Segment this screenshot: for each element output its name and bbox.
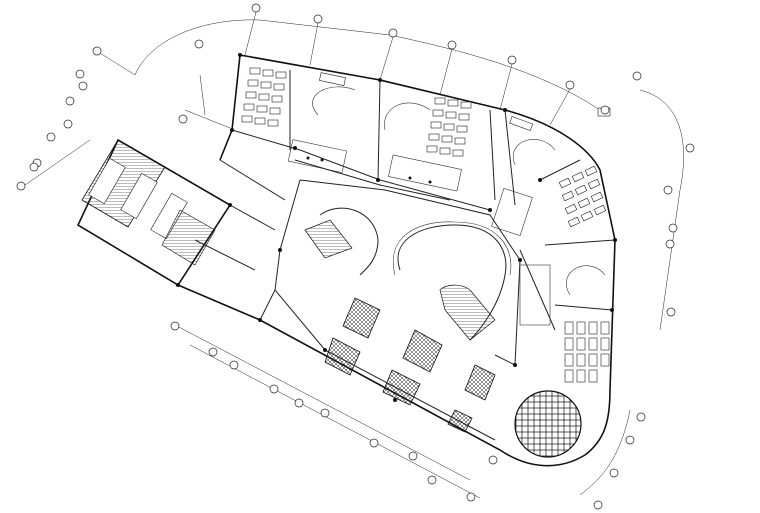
toilet-rooms [287, 139, 551, 326]
grid-bubbles-left [16, 46, 102, 191]
grid-bubbles-top [178, 3, 642, 126]
central-courtyard [393, 221, 512, 341]
structural-columns [176, 53, 617, 402]
grid-bubbles-bottom [170, 321, 498, 502]
classroom-desks-north [241, 67, 611, 296]
circular-grid-feature [514, 390, 582, 458]
classroom-desks-east [558, 165, 610, 383]
hatched-planters [324, 297, 496, 433]
grid-bubbles-right [593, 143, 695, 510]
dimension-lines [24, 19, 684, 499]
stairs-center [304, 207, 379, 276]
stairs-block [81, 139, 216, 266]
